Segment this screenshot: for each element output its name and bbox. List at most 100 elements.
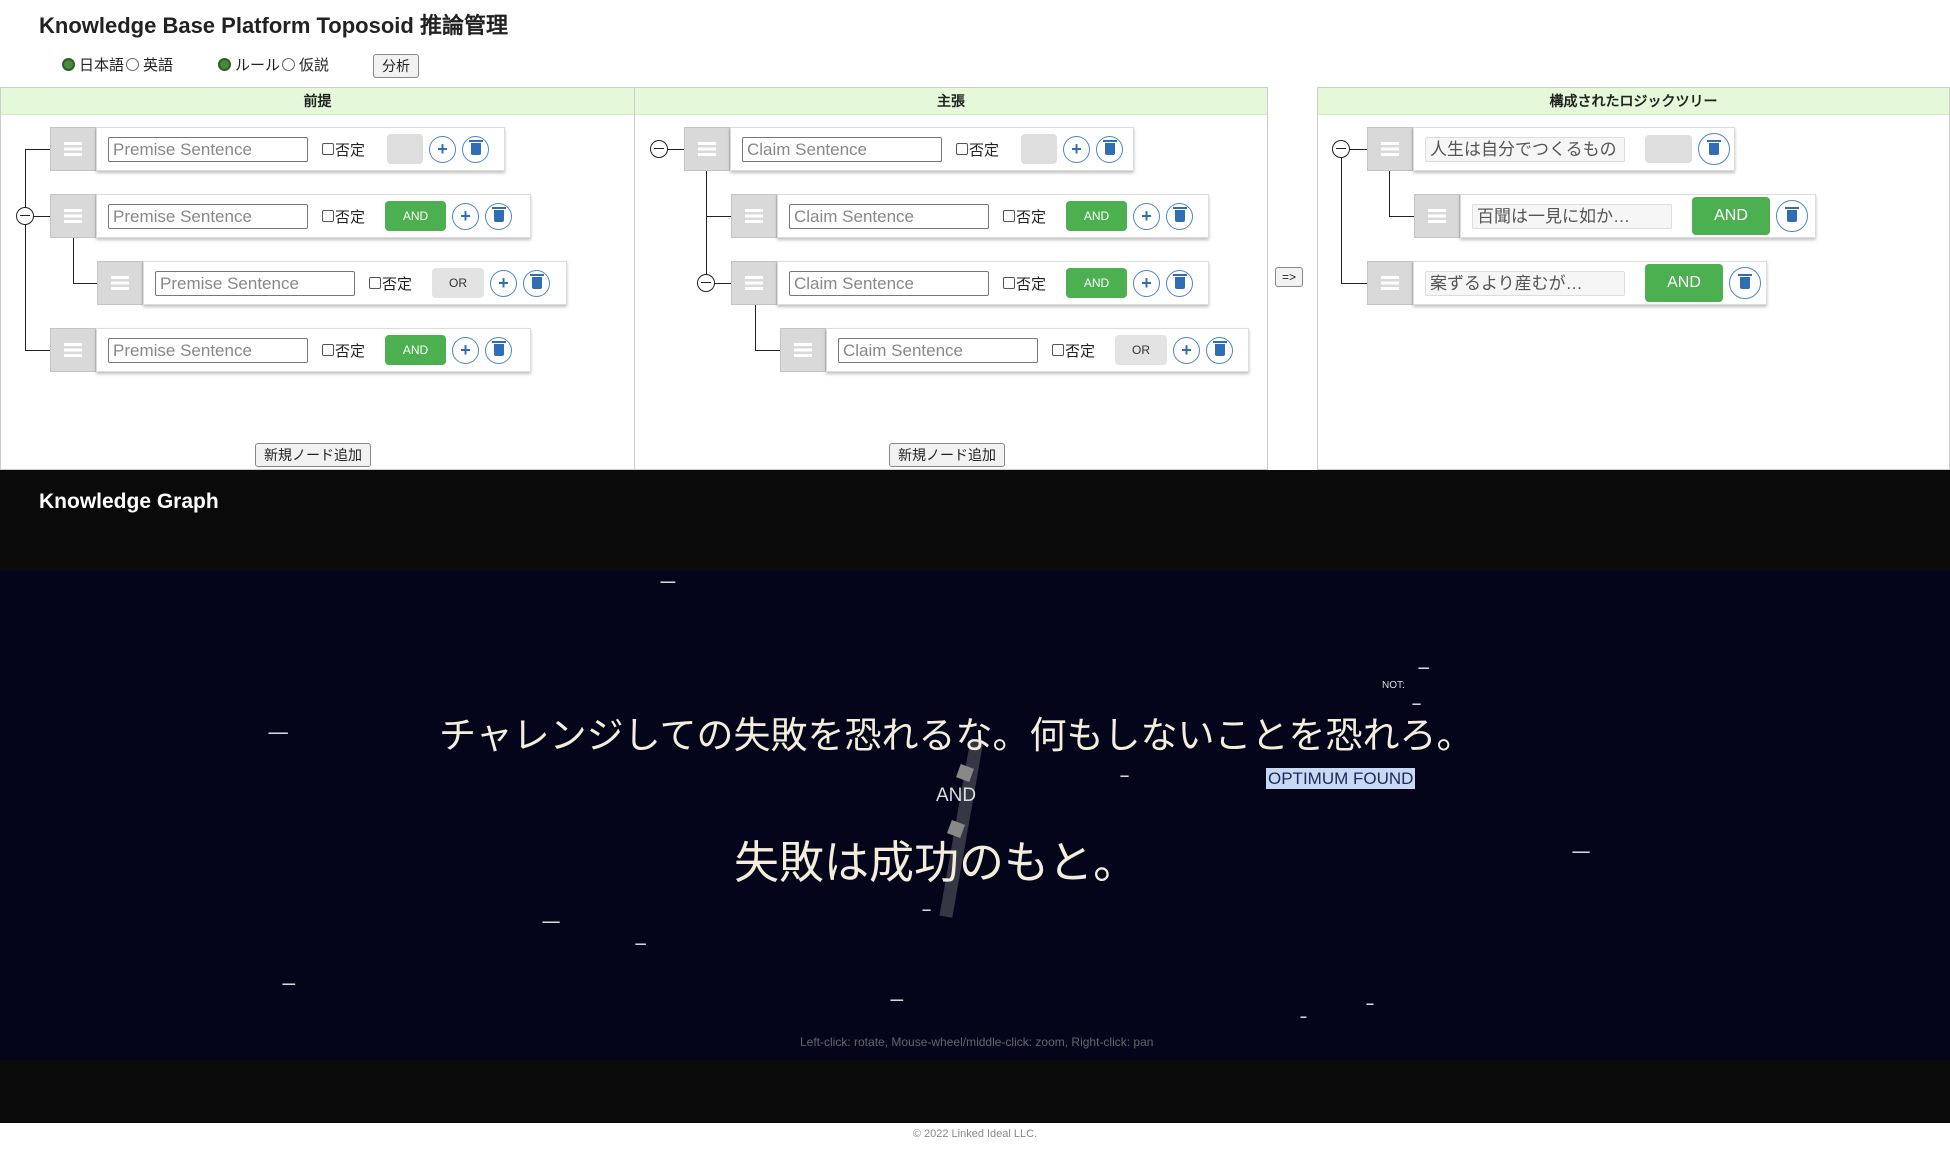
transfer-button[interactable]: => bbox=[1275, 267, 1304, 287]
distant-node: ▪▪▪▪▪▪▪▪▪▪▪ bbox=[282, 982, 295, 988]
analyze-button[interactable]: 分析 bbox=[373, 54, 419, 78]
checkbox-icon[interactable] bbox=[1003, 277, 1015, 289]
drag-handle[interactable] bbox=[731, 194, 777, 238]
radio-label-english: 英語 bbox=[143, 57, 174, 74]
premise-sentence-input[interactable]: Premise Sentence bbox=[108, 136, 308, 162]
negation-checkbox[interactable]: 否定 bbox=[369, 273, 412, 294]
tree-connector-line bbox=[706, 216, 731, 218]
drag-handle[interactable] bbox=[50, 127, 96, 171]
add-child-button[interactable]: + bbox=[1133, 269, 1161, 297]
claim-sentence-input[interactable]: Claim Sentence bbox=[838, 337, 1038, 363]
claim-sentence-input[interactable]: Claim Sentence bbox=[789, 270, 989, 296]
delete-node-button[interactable] bbox=[1096, 135, 1124, 163]
collapse-toggle-icon[interactable] bbox=[1332, 140, 1350, 158]
add-child-button[interactable]: + bbox=[490, 269, 518, 297]
negation-checkbox[interactable]: 否定 bbox=[322, 206, 365, 227]
drag-handle[interactable] bbox=[780, 328, 826, 372]
logic-operator-button[interactable]: AND bbox=[1066, 201, 1128, 231]
claim-add-node-button[interactable]: 新規ノード追加 bbox=[889, 443, 1005, 467]
logic-operator-button[interactable] bbox=[387, 134, 424, 164]
checkbox-icon[interactable] bbox=[322, 210, 334, 222]
delete-node-button[interactable] bbox=[1206, 336, 1234, 364]
graph-node-claim[interactable]: チャレンジしての失敗を恐れるな。何もしないことを恐れろ。 bbox=[439, 715, 1474, 756]
logic-sentence-input[interactable]: 人生は自分でつくるもの bbox=[1425, 136, 1625, 162]
checkbox-icon[interactable] bbox=[369, 277, 381, 289]
delete-node-button[interactable] bbox=[1698, 133, 1730, 165]
add-child-button[interactable]: + bbox=[429, 135, 457, 163]
tree-connector-line bbox=[1389, 171, 1391, 216]
collapse-toggle-icon[interactable] bbox=[16, 207, 34, 225]
checkbox-icon[interactable] bbox=[1052, 344, 1064, 356]
logic-sentence-input[interactable]: 百聞は一見に如か… bbox=[1472, 203, 1672, 229]
radio-hypothesis[interactable] bbox=[282, 58, 296, 71]
drag-handle[interactable] bbox=[684, 127, 730, 171]
tree-connector-line bbox=[1341, 149, 1367, 151]
logic-operator-button[interactable]: AND bbox=[385, 335, 447, 365]
premise-add-node-button[interactable]: 新規ノード追加 bbox=[255, 443, 371, 467]
radio-english[interactable] bbox=[126, 58, 140, 71]
logic-operator-button[interactable]: OR bbox=[432, 268, 485, 298]
drag-handle[interactable] bbox=[50, 328, 96, 372]
logic-operator-button[interactable]: AND bbox=[1066, 268, 1128, 298]
drag-handle-icon bbox=[64, 209, 82, 223]
collapse-toggle-icon[interactable] bbox=[650, 140, 668, 158]
drag-handle-icon bbox=[698, 142, 716, 156]
delete-node-button[interactable] bbox=[1776, 200, 1808, 232]
logic-operator-button[interactable] bbox=[1645, 135, 1692, 163]
delete-node-button[interactable] bbox=[523, 269, 551, 297]
claim-sentence-input[interactable]: Claim Sentence bbox=[742, 136, 942, 162]
drag-handle[interactable] bbox=[731, 261, 777, 305]
trash-icon bbox=[1785, 207, 1799, 222]
drag-handle[interactable] bbox=[50, 194, 96, 238]
premise-sentence-input[interactable]: Premise Sentence bbox=[108, 203, 308, 229]
drag-handle[interactable] bbox=[1367, 127, 1413, 171]
negation-checkbox[interactable]: 否定 bbox=[322, 340, 365, 361]
drag-handle[interactable] bbox=[1367, 261, 1413, 305]
claim-node-card: Claim Sentence 否定 AND + bbox=[777, 194, 1209, 238]
add-child-button[interactable]: + bbox=[1173, 336, 1201, 364]
add-child-button[interactable]: + bbox=[452, 336, 480, 364]
plus-icon: + bbox=[1141, 272, 1152, 293]
radio-rule[interactable] bbox=[218, 58, 231, 71]
plus-icon: + bbox=[1181, 339, 1192, 360]
radio-japanese[interactable] bbox=[62, 58, 75, 71]
drag-handle[interactable] bbox=[1414, 194, 1460, 238]
graph-controls-hint: Left-click: rotate, Mouse-wheel/middle-c… bbox=[800, 1035, 1154, 1049]
negation-checkbox[interactable]: 否定 bbox=[1052, 340, 1095, 361]
delete-node-button[interactable] bbox=[485, 336, 513, 364]
checkbox-icon[interactable] bbox=[322, 344, 334, 356]
claim-sentence-input[interactable]: Claim Sentence bbox=[789, 203, 989, 229]
premise-sentence-input[interactable]: Premise Sentence bbox=[155, 270, 355, 296]
add-child-button[interactable]: + bbox=[452, 202, 480, 230]
logic-operator-button[interactable]: AND bbox=[1692, 197, 1770, 235]
graph-node-premise[interactable]: 失敗は成功のもと。 bbox=[734, 837, 1139, 888]
delete-node-button[interactable] bbox=[1166, 269, 1194, 297]
checkbox-icon[interactable] bbox=[1003, 210, 1015, 222]
tree-connector-line bbox=[1341, 283, 1367, 285]
checkbox-icon[interactable] bbox=[322, 143, 334, 155]
premise-sentence-input[interactable]: Premise Sentence bbox=[108, 337, 308, 363]
negation-label: 否定 bbox=[335, 208, 366, 226]
add-child-button[interactable]: + bbox=[1133, 202, 1161, 230]
logic-operator-button[interactable]: AND bbox=[1645, 264, 1723, 302]
logic-operator-button[interactable] bbox=[1021, 134, 1058, 164]
delete-node-button[interactable] bbox=[485, 202, 513, 230]
logic-operator-button[interactable]: OR bbox=[1115, 335, 1168, 365]
tree-connector-line bbox=[1389, 216, 1414, 218]
delete-node-button[interactable] bbox=[1166, 202, 1194, 230]
logic-sentence-input[interactable]: 案ずるより産むが… bbox=[1425, 270, 1625, 296]
collapse-toggle-icon[interactable] bbox=[697, 274, 715, 292]
plus-icon: + bbox=[1141, 205, 1152, 226]
negation-checkbox[interactable]: 否定 bbox=[1003, 273, 1046, 294]
checkbox-icon[interactable] bbox=[956, 143, 968, 155]
delete-node-button[interactable] bbox=[1729, 267, 1761, 299]
graph-canvas[interactable]: チャレンジしての失敗を恐れるな。何もしないことを恐れろ。 AND 失敗は成功のも… bbox=[0, 570, 1950, 1060]
delete-node-button[interactable] bbox=[462, 135, 490, 163]
drag-handle[interactable] bbox=[97, 261, 143, 305]
negation-checkbox[interactable]: 否定 bbox=[956, 139, 999, 160]
add-child-button[interactable]: + bbox=[1063, 135, 1091, 163]
negation-checkbox[interactable]: 否定 bbox=[1003, 206, 1046, 227]
tree-connector-line bbox=[755, 305, 757, 350]
negation-checkbox[interactable]: 否定 bbox=[322, 139, 365, 160]
logic-operator-button[interactable]: AND bbox=[385, 201, 447, 231]
